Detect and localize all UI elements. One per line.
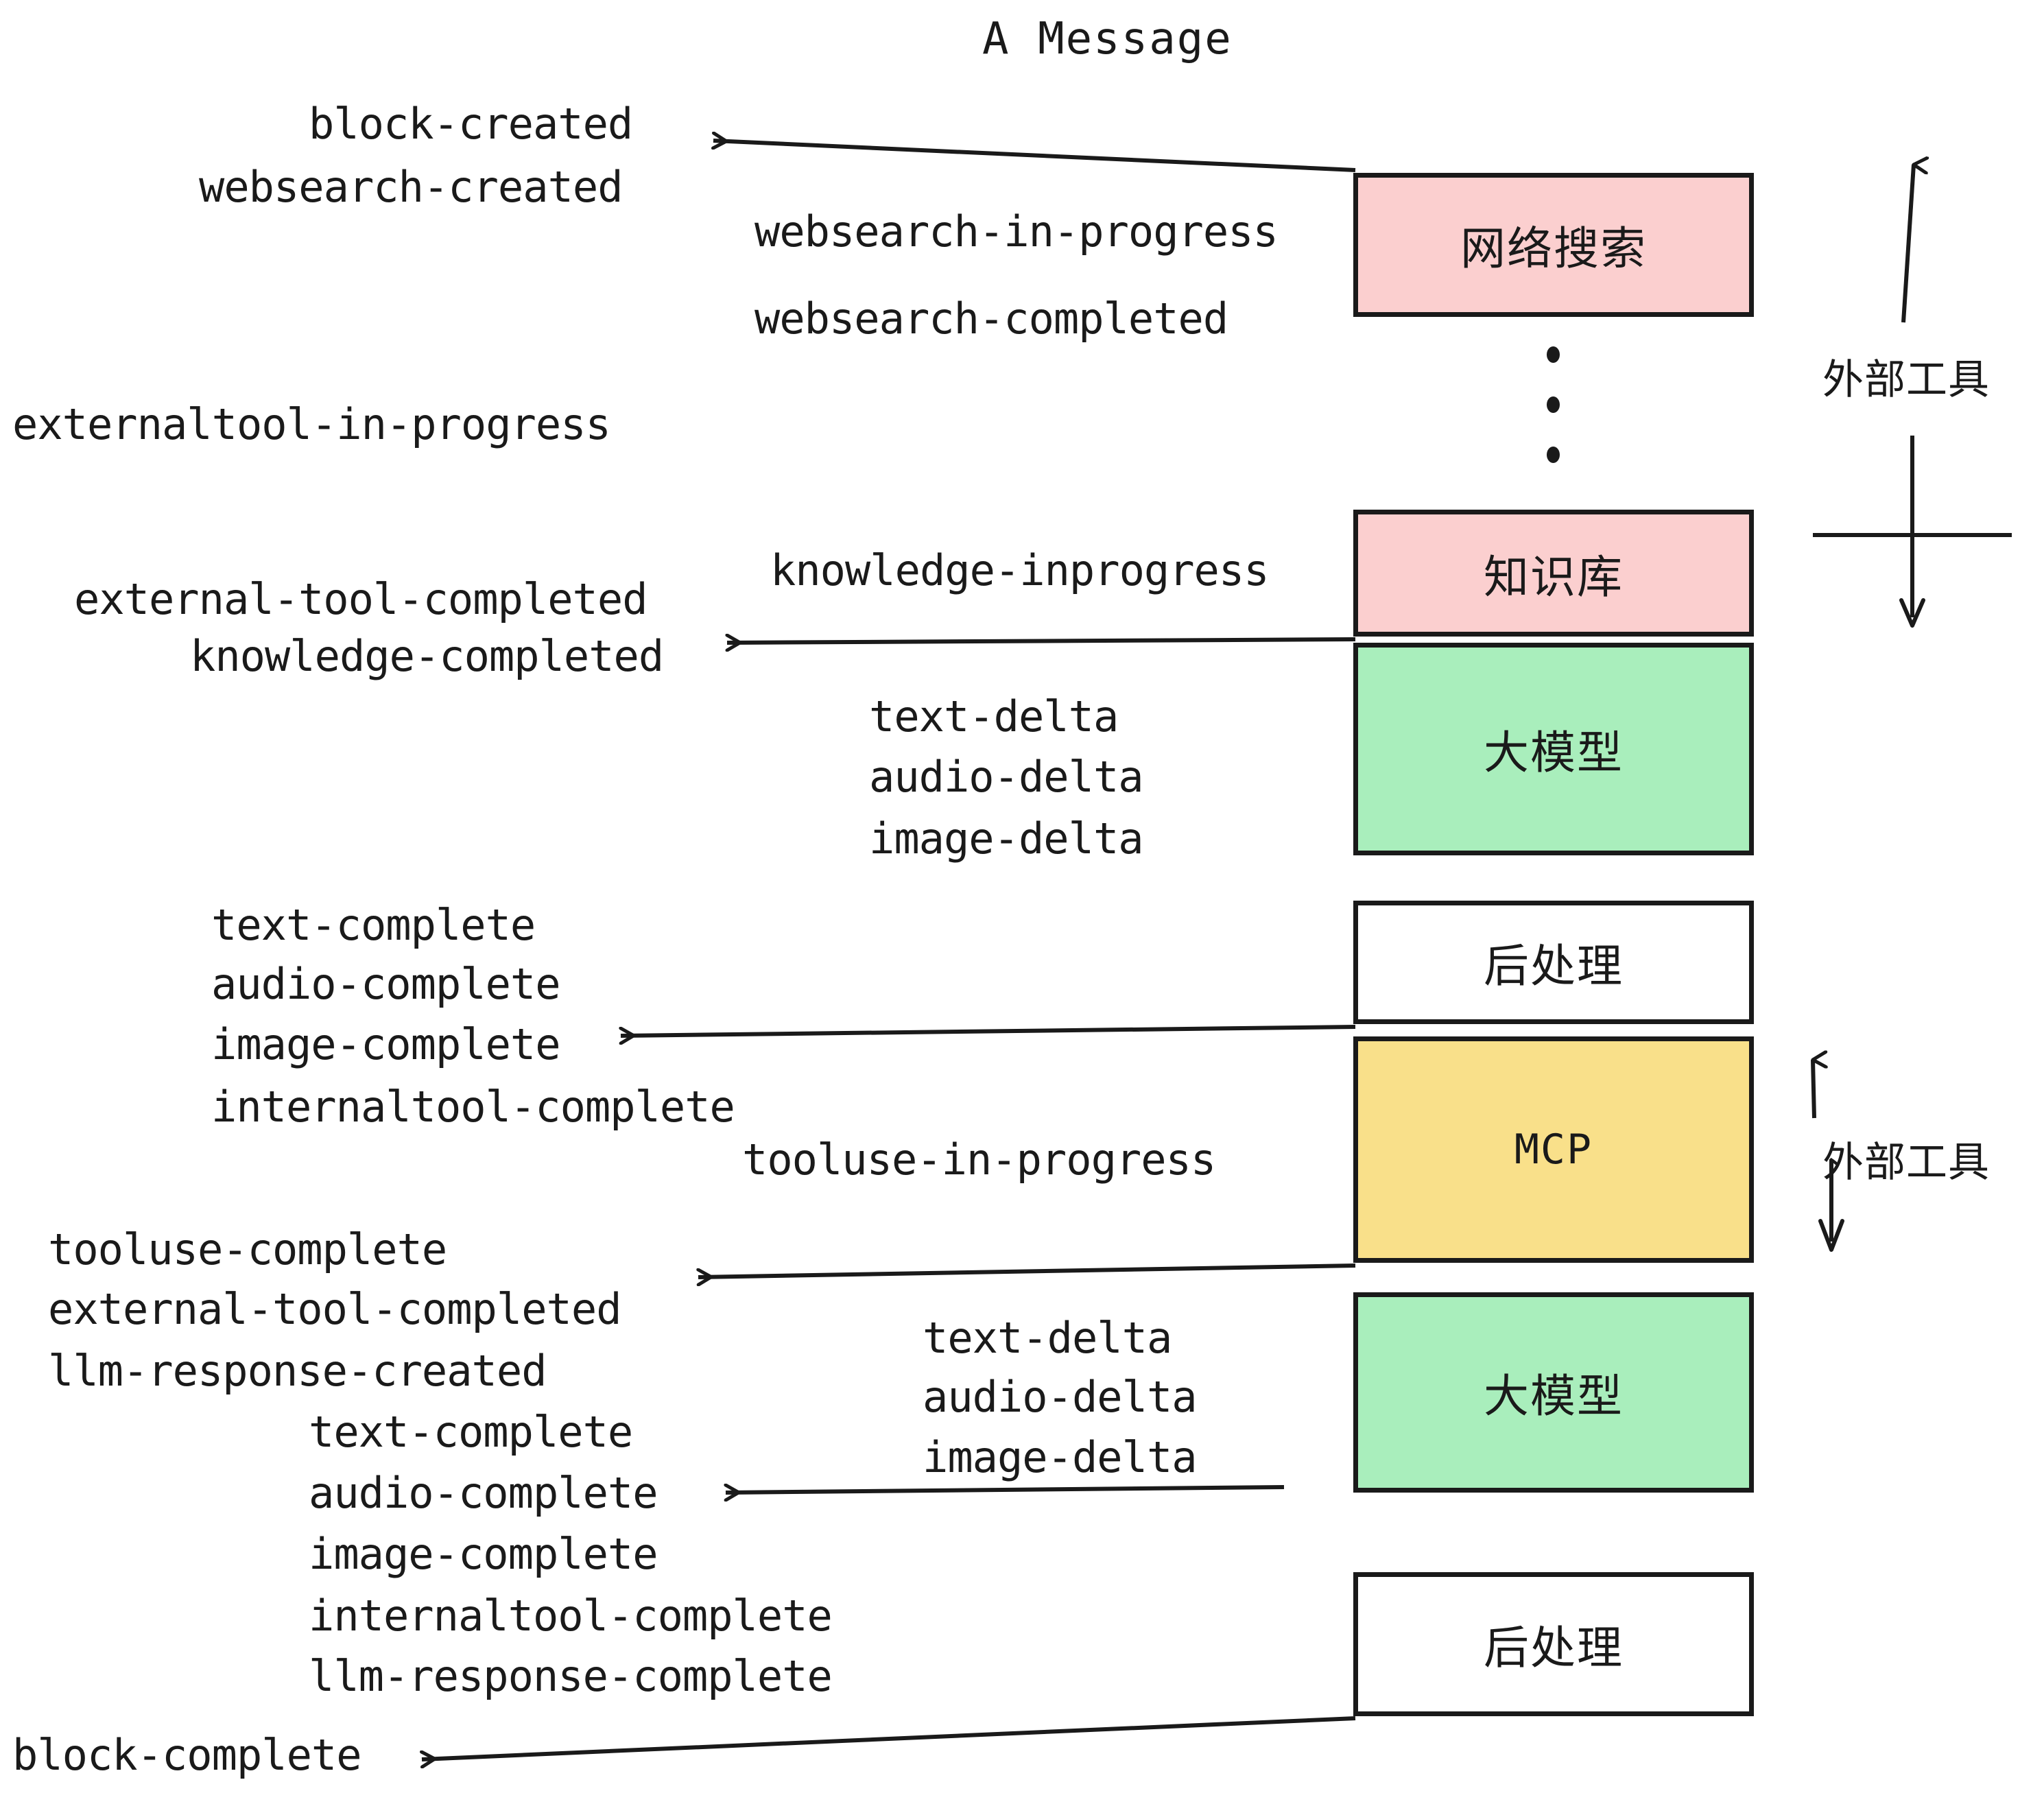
node-websearch-label: 网络搜索 — [1460, 222, 1647, 275]
event-label-image-delta-2: image-delta — [923, 1432, 1198, 1482]
event-label-text-delta-2: text-delta — [923, 1313, 1172, 1363]
node-knowledge-label: 知识库 — [1484, 550, 1624, 604]
node-websearch: 网络搜索 — [1353, 173, 1754, 317]
event-label-internaltool-complete-2: internaltool-complete — [309, 1591, 833, 1641]
node-llm1-label: 大模型 — [1484, 726, 1624, 779]
event-label-websearch-completed: websearch-completed — [754, 294, 1228, 344]
event-label-text-complete-2: text-complete — [309, 1407, 633, 1457]
node-postproc1-label: 后处理 — [1484, 940, 1624, 993]
node-postproc1: 后处理 — [1353, 901, 1754, 1024]
event-label-external-tool-completed-2: external-tool-completed — [48, 1284, 622, 1334]
node-llm1: 大模型 — [1353, 643, 1754, 855]
event-label-llm-response-complete: llm-response-complete — [309, 1651, 833, 1701]
arrow-external-tools-top-down-head — [1899, 598, 1925, 628]
node-postproc2: 后处理 — [1353, 1572, 1754, 1716]
arrow-external-tools-bottom-down-head — [1818, 1219, 1844, 1252]
arrow-llm2-to-audio-complete — [726, 1487, 1285, 1493]
event-label-tooluse-in-progress: tooluse-in-progress — [742, 1135, 1216, 1185]
event-label-image-complete-1: image-complete — [211, 1019, 561, 1069]
node-mcp: MCP — [1353, 1036, 1754, 1263]
arrow-external-tools-top-up — [1901, 165, 1914, 323]
event-label-block-created: block-created — [309, 99, 633, 149]
event-label-audio-delta-1: audio-delta — [869, 752, 1144, 802]
event-label-audio-complete-2: audio-complete — [309, 1468, 658, 1518]
event-label-externaltool-in-progress: externaltool-in-progress — [12, 399, 611, 449]
event-label-llm-response-created: llm-response-created — [48, 1346, 547, 1396]
event-label-websearch-in-progress: websearch-in-progress — [754, 206, 1279, 257]
arrow-knowledge-to-completed — [727, 639, 1356, 643]
arrow-websearch-to-block-created — [713, 141, 1356, 172]
node-mcp-label: MCP — [1514, 1126, 1593, 1174]
event-label-text-complete-1: text-complete — [211, 900, 536, 950]
group-label-external-tools-bottom: 外部工具 — [1822, 1139, 1990, 1187]
group-label-external-tools-top: 外部工具 — [1822, 356, 1990, 404]
arrow-postproc1-to-image-complete — [621, 1025, 1356, 1036]
event-label-internaltool-complete-1: internaltool-complete — [211, 1082, 735, 1132]
page-title: A Message — [982, 14, 1233, 64]
node-llm2-label: 大模型 — [1484, 1370, 1624, 1423]
arrow-external-tools-bottom-up — [1811, 1060, 1814, 1119]
arrow-postproc2-to-block-complete — [422, 1716, 1356, 1759]
event-label-image-complete-2: image-complete — [309, 1529, 658, 1579]
event-label-external-tool-completed-1: external-tool-completed — [74, 574, 648, 624]
node-postproc2-label: 后处理 — [1484, 1622, 1624, 1674]
event-label-tooluse-complete: tooluse-complete — [48, 1224, 447, 1274]
event-label-image-delta-1: image-delta — [869, 814, 1144, 864]
event-label-block-complete: block-complete — [12, 1730, 362, 1780]
event-label-knowledge-completed: knowledge-completed — [190, 631, 664, 681]
event-label-knowledge-inprogress: knowledge-inprogress — [770, 545, 1270, 595]
node-knowledge: 知识库 — [1353, 510, 1754, 637]
node-llm2: 大模型 — [1353, 1292, 1754, 1493]
event-label-websearch-created: websearch-created — [199, 162, 623, 212]
arrow-mcp-to-tooluse-complete — [698, 1263, 1356, 1277]
vertical-ellipsis-icon — [1546, 346, 1560, 463]
event-label-audio-complete-1: audio-complete — [211, 959, 561, 1009]
event-label-audio-delta-2: audio-delta — [923, 1372, 1198, 1422]
event-label-text-delta-1: text-delta — [869, 691, 1119, 741]
